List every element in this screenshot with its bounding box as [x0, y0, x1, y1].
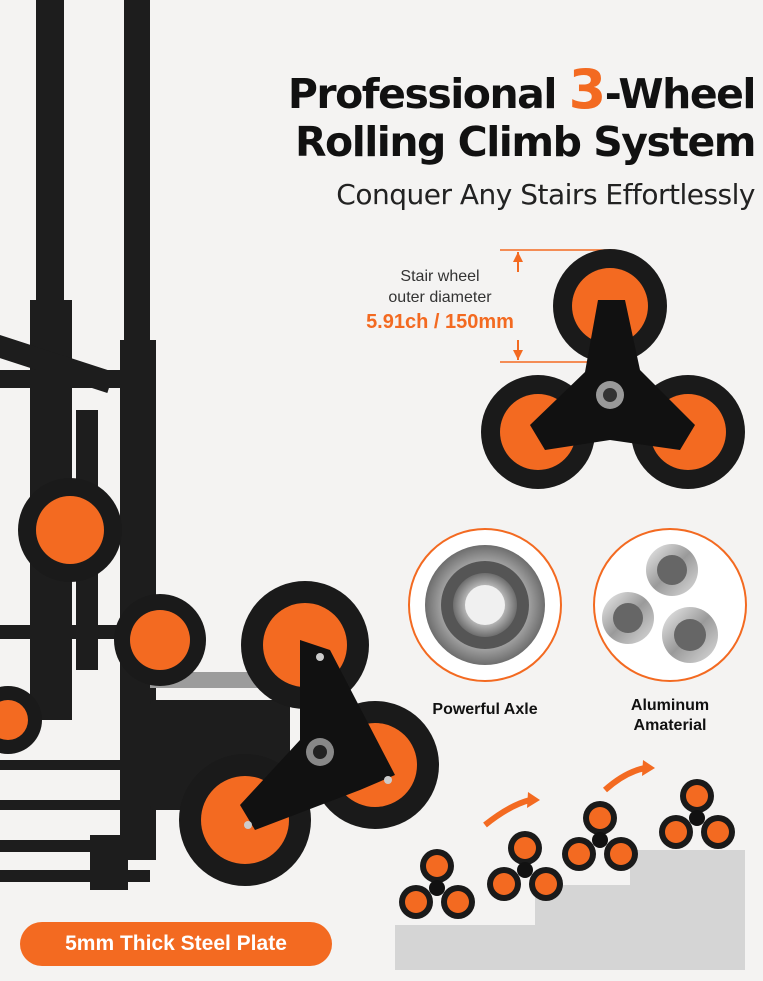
headline-line-2: Rolling Climb System — [294, 118, 757, 166]
bearing-image — [408, 528, 562, 682]
rear-wheel-cluster — [0, 478, 206, 754]
headline-line-1: Professional 3-Wheel — [287, 58, 757, 121]
dimension-value: 5.91ch / 150mm — [366, 311, 514, 333]
stair-climb-sequence — [395, 760, 745, 970]
mini-tri-wheel — [399, 849, 475, 919]
aluminum-tubes-image — [593, 528, 747, 682]
aluminum-label-line-1: Aluminum — [630, 697, 710, 714]
mini-tri-wheel — [487, 831, 563, 901]
dimension-label-line-2: outer diameter — [388, 289, 492, 306]
mini-wheel-group — [399, 779, 735, 919]
dimension-label-line-1: Stair wheel — [400, 268, 480, 285]
subtitle: Conquer Any Stairs Effortlessly — [336, 178, 755, 211]
diameter-wheel-diagram — [481, 249, 745, 489]
headline-number: 3 — [568, 58, 607, 121]
headline-pre: Professional — [287, 70, 569, 118]
mini-tri-wheel — [562, 801, 638, 871]
aluminum-feature-label: Aluminum Amaterial — [595, 696, 745, 736]
mini-tri-wheel — [659, 779, 735, 849]
steel-plate-badge: 5mm Thick Steel Plate — [20, 922, 332, 966]
axle-feature-label: Powerful Axle — [432, 701, 538, 718]
headline-post: -Wheel — [604, 70, 757, 118]
aluminum-label-line-2: Amaterial — [633, 717, 707, 734]
front-wheel-cluster — [179, 581, 439, 886]
dimension-label: Stair wheel outer diameter 5.91ch / 150m… — [340, 266, 540, 333]
